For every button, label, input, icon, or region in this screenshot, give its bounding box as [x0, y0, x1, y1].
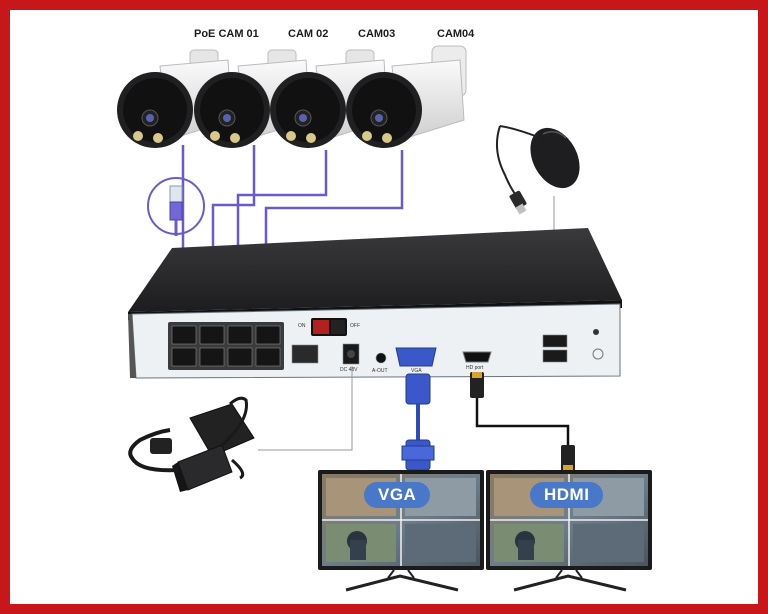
rj45-zoom-circle [147, 177, 205, 236]
vga-port-label: VGA [411, 368, 422, 374]
hdmi-port [462, 351, 492, 363]
camera-4-label: CAM04 [437, 28, 475, 40]
camera-2-label: CAM 02 [288, 28, 329, 40]
hdmi-cable [470, 372, 575, 471]
poe-ports [168, 322, 284, 370]
switch-on-label: ON [298, 323, 306, 329]
power-switch [311, 318, 347, 336]
usb-ports [542, 334, 568, 363]
usb-mouse [495, 125, 580, 215]
dc-port-label: DC 48V [340, 367, 358, 373]
ground-screw [593, 329, 599, 335]
hdmi-port-label: HD port [466, 365, 484, 371]
hdmi-monitor-label: HDMI [530, 482, 604, 508]
switch-off-label: OFF [350, 323, 360, 329]
vga-port [395, 347, 437, 367]
cable-cam-3 [236, 150, 328, 290]
uplink-port [291, 344, 319, 364]
audio-out-port [375, 352, 387, 364]
power-leader-line [258, 366, 353, 451]
camera-1-label: PoE CAM 01 [194, 28, 259, 40]
camera-3-label: CAM03 [358, 28, 396, 40]
audio-out-label: A-OUT [372, 368, 388, 374]
vga-monitor-label: VGA [364, 482, 431, 508]
ground-symbol [592, 348, 604, 360]
monitor-hdmi [486, 470, 652, 592]
camera-4 [346, 45, 467, 148]
dc-jack [347, 350, 355, 358]
power-adapter [128, 396, 255, 492]
vga-cable [401, 373, 435, 471]
